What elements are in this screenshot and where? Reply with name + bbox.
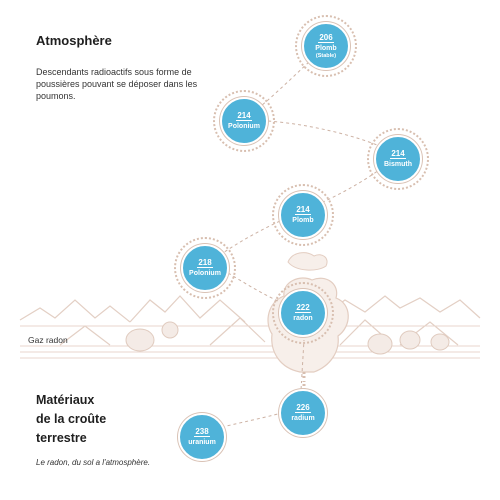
node-number: 222	[295, 303, 311, 313]
node-number: 218	[197, 258, 213, 268]
node-number: 214	[236, 111, 252, 121]
materials-line: de la croûte	[36, 412, 107, 426]
node-number: 214	[390, 149, 406, 159]
node-name: uranium	[188, 439, 216, 446]
decay-path	[209, 45, 399, 431]
node-bismuth-214: 214 Bismuth	[374, 135, 422, 183]
node-plomb-206: 206 Plomb (Stable)	[302, 22, 350, 70]
node-number: 214	[295, 205, 311, 215]
decay-ring	[213, 90, 275, 152]
materials-label: Matériaux de la croûte terrestre	[36, 391, 106, 448]
node-radium: 226 radium	[279, 389, 327, 437]
small-plume	[287, 252, 328, 271]
decay-ring	[272, 184, 334, 246]
decay-ring	[272, 282, 334, 344]
materials-line: Matériaux	[36, 393, 95, 407]
node-uranium: 238 uranium	[178, 413, 226, 461]
caption: Le radon, du sol a l'atmosphère.	[36, 458, 151, 467]
node-plomb-214: 214 Plomb	[279, 191, 327, 239]
node-number: 226	[295, 403, 311, 413]
atmosphere-description: Descendants radioactifs sous forme de po…	[36, 67, 198, 101]
node-subtitle: (Stable)	[315, 52, 337, 59]
gas-label: Gaz radon	[28, 335, 68, 345]
decay-ring	[295, 15, 357, 77]
node-name: radium	[291, 415, 315, 422]
node-polonium-214: 214 Polonium	[220, 97, 268, 145]
decay-ring	[174, 237, 236, 299]
materials-line: terrestre	[36, 431, 87, 445]
atmosphere-title: Atmosphère	[36, 33, 112, 48]
node-radon: 222 radon	[279, 289, 327, 337]
node-name: Plomb	[292, 217, 314, 224]
node-name: Plomb	[315, 44, 337, 52]
node-name: Polonium	[189, 270, 221, 277]
node-polonium-218: 218 Polonium	[181, 244, 229, 292]
node-number: 206	[318, 32, 334, 43]
decay-ring	[367, 128, 429, 190]
node-name: radon	[293, 315, 313, 322]
node-name: Bismuth	[384, 161, 412, 168]
node-number: 238	[194, 427, 210, 437]
trees	[125, 321, 450, 355]
node-name: Polonium	[228, 123, 260, 130]
